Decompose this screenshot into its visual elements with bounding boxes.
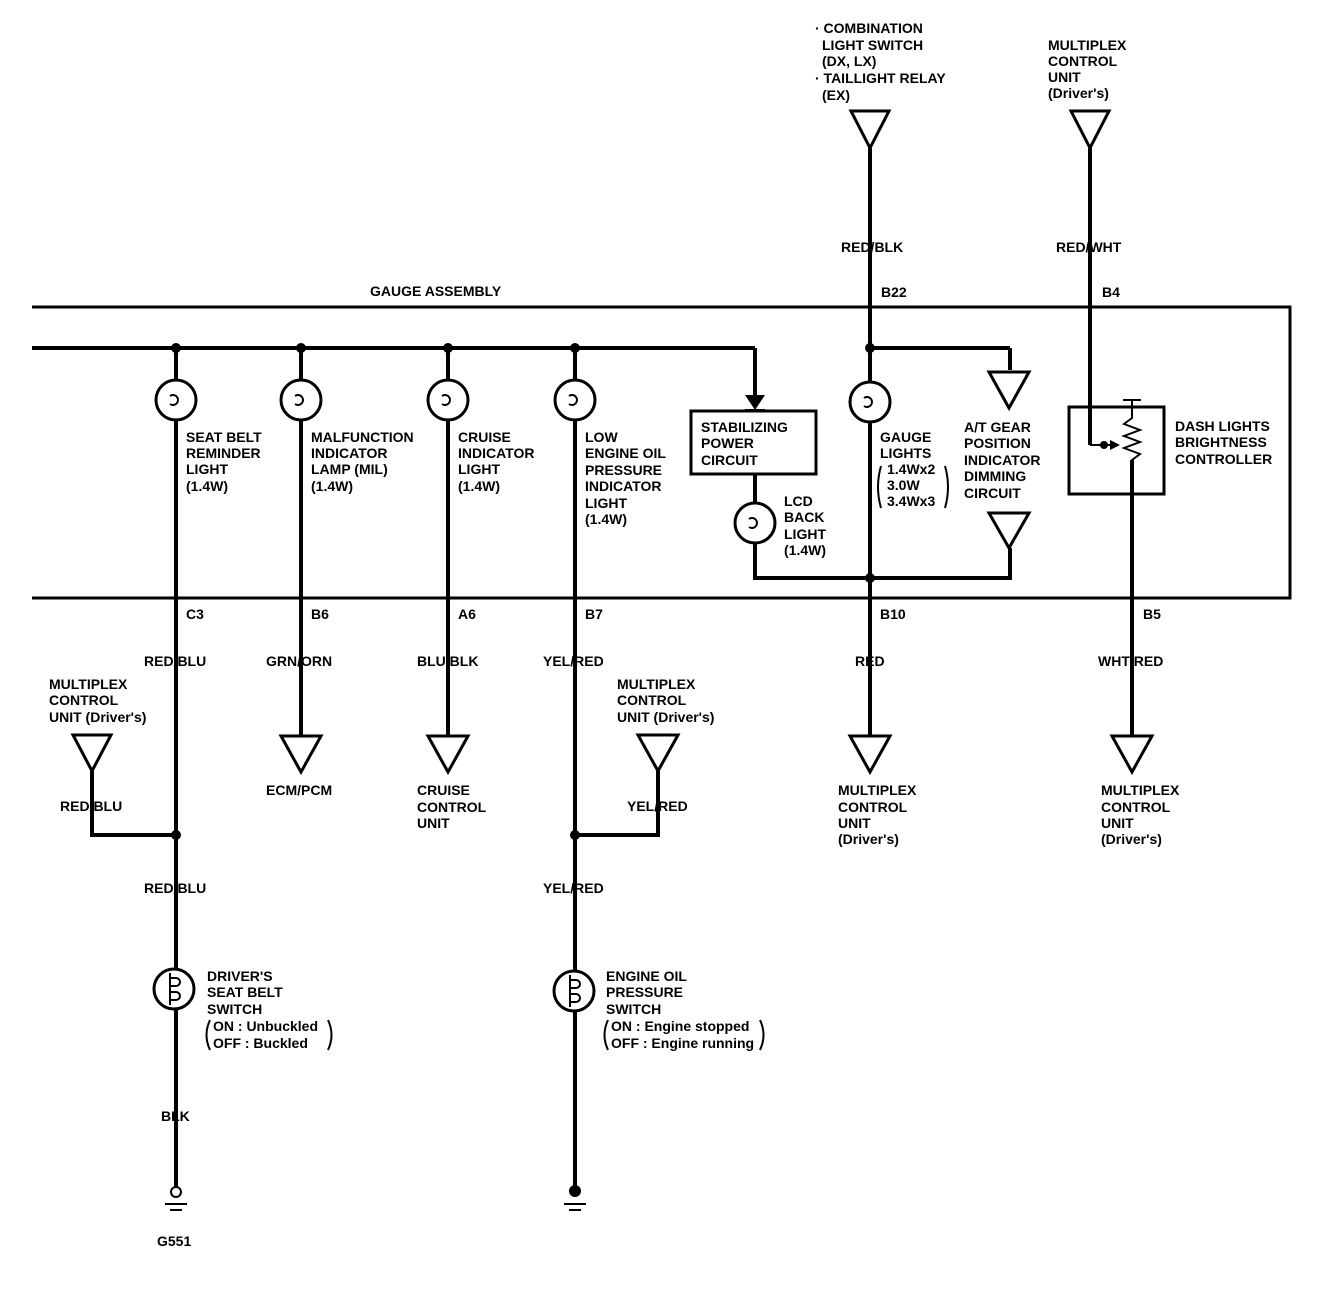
oil-pressure-switch-states: ON : Engine stopped OFF : Engine running [611,1018,754,1051]
pin-b7: B7 [585,606,603,622]
oil-indicator-label: LOW ENGINE OIL PRESSURE INDICATOR LIGHT … [585,429,670,527]
cruise-unit-connector [425,734,471,776]
dash-controller-label: DASH LIGHTS BRIGHTNESS CONTROLLER [1175,418,1274,467]
rheostat-icon [1121,400,1143,580]
lcd-backlight-bulb-icon [733,501,777,545]
mux-left-connector [70,733,114,775]
cruise-indicator-label: CRUISE INDICATOR LIGHT (1.4W) [458,429,538,494]
wire-label-red-blk: RED/BLK [841,239,903,255]
mil-label: MALFUNCTION INDICATOR LAMP (MIL) (1.4W) [311,429,418,494]
mux-wht-connector [1109,734,1155,776]
pin-b22: B22 [881,284,907,300]
gauge-lights-specs: 1.4Wx2 3.0W 3.4Wx3 [887,461,939,509]
at-gear-output-connector [986,511,1032,552]
junction-dot [171,830,181,840]
wire-label-wht-red: WHT/RED [1098,653,1163,669]
seat-belt-switch-states: ON : Unbuckled OFF : Buckled [213,1018,322,1051]
pin-b10: B10 [880,606,906,622]
multiplex-top-label: MULTIPLEX CONTROL UNIT (Driver's) [1048,37,1130,101]
at-gear-dimming-label: A/T GEAR POSITION INDICATOR DIMMING CIRC… [964,419,1044,501]
ground-terminal-icon [170,1186,182,1198]
mux-mid-wire [575,771,660,837]
oil-states-left-paren [603,1019,609,1051]
mux-wht-label: MULTIPLEX CONTROL UNIT (Driver's) [1101,782,1183,847]
wire-label-red-wht: RED/WHT [1056,239,1122,255]
seat-belt-light-label: SEAT BELT REMINDER LIGHT (1.4W) [186,429,266,494]
pin-b6: B6 [311,606,329,622]
wire-label-lower-yel-red: YEL/RED [543,880,604,896]
combination-switch-connector [848,109,892,152]
cruise-bulb-icon [426,378,470,422]
ecm-pcm-label: ECM/PCM [266,782,332,798]
diode-icon [745,395,765,410]
wire-label-yel-red: YEL/RED [543,653,604,669]
wiper-dot [1100,441,1108,449]
at-gear-input-connector [986,370,1032,412]
mux-left-label: MULTIPLEX CONTROL UNIT (Driver's) [49,676,146,725]
gauge-lights-label: GAUGE LIGHTS [880,429,935,461]
junction-dot [570,830,580,840]
wiper-arrow-icon [1110,440,1120,450]
gauge-specs-left-paren [877,465,882,509]
oil-bulb-icon [553,378,597,422]
gauge-bulb-icon [848,380,892,424]
seat-belt-switch-icon [152,967,196,1011]
mux-mid-connector [635,733,681,775]
ecm-connector [278,734,324,776]
dash-controller-box [1067,405,1166,496]
wire-label-blk: BLK [161,1108,190,1124]
pin-b5: B5 [1143,606,1161,622]
pin-b4: B4 [1102,284,1120,300]
seat-belt-switch-label: DRIVER'S SEAT BELT SWITCH [207,968,287,1017]
junction-dot [865,343,875,353]
pin-c3: C3 [186,606,204,622]
mux-left-wire [90,771,176,837]
gauge-assembly-frame [32,305,1292,600]
wire-label-red-blu: RED/BLU [144,653,206,669]
oil-pressure-switch-icon [552,969,596,1013]
multiplex-top-connector [1068,109,1112,152]
ground-g551-label: G551 [157,1233,191,1249]
mux-red-connector [847,734,893,776]
mux-red-label: MULTIPLEX CONTROL UNIT (Driver's) [838,782,920,847]
mux-mid-label: MULTIPLEX CONTROL UNIT (Driver's) [617,676,714,725]
cruise-control-unit-label: CRUISE CONTROL UNIT [417,782,490,831]
wire-label-blu-blk: BLU/BLK [417,653,478,669]
oil-pressure-switch-label: ENGINE OIL PRESSURE SWITCH [606,968,691,1017]
lcd-backlight-label: LCD BACK LIGHT (1.4W) [784,493,830,558]
wire-label-side-red-blu: RED/BLU [60,798,122,814]
combination-switch-label: · COMBINATION LIGHT SWITCH (DX, LX) · TA… [815,20,949,103]
wire-label-side-yel-red: YEL/RED [627,798,688,814]
ground-terminal-icon [569,1185,581,1197]
gauge-specs-right-paren [944,465,949,509]
wire-label-lower-red-blu: RED/BLU [144,880,206,896]
gauge-assembly-title: GAUGE ASSEMBLY [370,283,502,299]
stabilizing-power-circuit-label: STABILIZING POWER CIRCUIT [701,419,792,468]
oil-states-right-paren [759,1019,765,1051]
mil-bulb-icon [279,378,323,422]
lcd-return-wire [753,543,1012,580]
seat-belt-states-right-paren [327,1019,333,1051]
wire-label-grn-orn: GRN/ORN [266,653,332,669]
seat-belt-bulb-icon [154,378,198,422]
seat-belt-states-left-paren [205,1019,211,1051]
pin-a6: A6 [458,606,476,622]
